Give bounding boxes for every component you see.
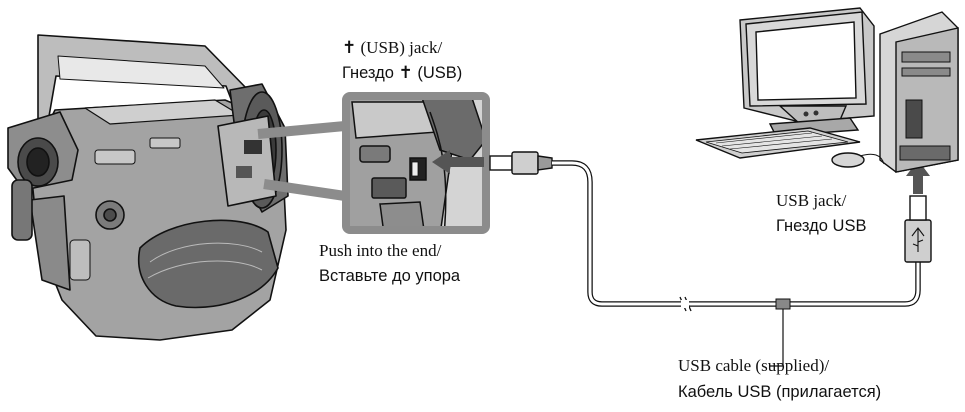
- camera-usb-jack-text-en: (USB) jack/: [360, 38, 443, 57]
- camcorder-illustration: [7, 34, 289, 341]
- push-instruction-ru: Вставьте до упора: [319, 267, 461, 285]
- usb-connector-icon: [489, 151, 553, 175]
- usb-cable-label-en: USB cable (supplied)/: [678, 356, 830, 375]
- camera-usb-jack-label-ru: Гнездо ✝ (USB): [342, 62, 462, 84]
- usb-cable-label-ru: Кабель USB (прилагается): [678, 383, 882, 401]
- computer-illustration: [695, 7, 959, 173]
- pc-usb-jack-en: USB jack/: [776, 191, 847, 210]
- jack-detail-inset: [257, 92, 490, 234]
- camera-usb-jack-label-en: ✝ (USB) jack/: [342, 37, 442, 59]
- usb-symbol-icon: ✝: [342, 38, 357, 58]
- camera-usb-jack-ru-after: (USB): [417, 64, 463, 82]
- usb-cable: [489, 151, 932, 367]
- camera-usb-jack-ru-before: Гнездо: [342, 64, 394, 82]
- usb-symbol-icon: ✝: [398, 63, 413, 83]
- push-instruction-en: Push into the end/: [319, 241, 442, 260]
- pc-usb-jack-ru: Гнездо USB: [776, 217, 867, 235]
